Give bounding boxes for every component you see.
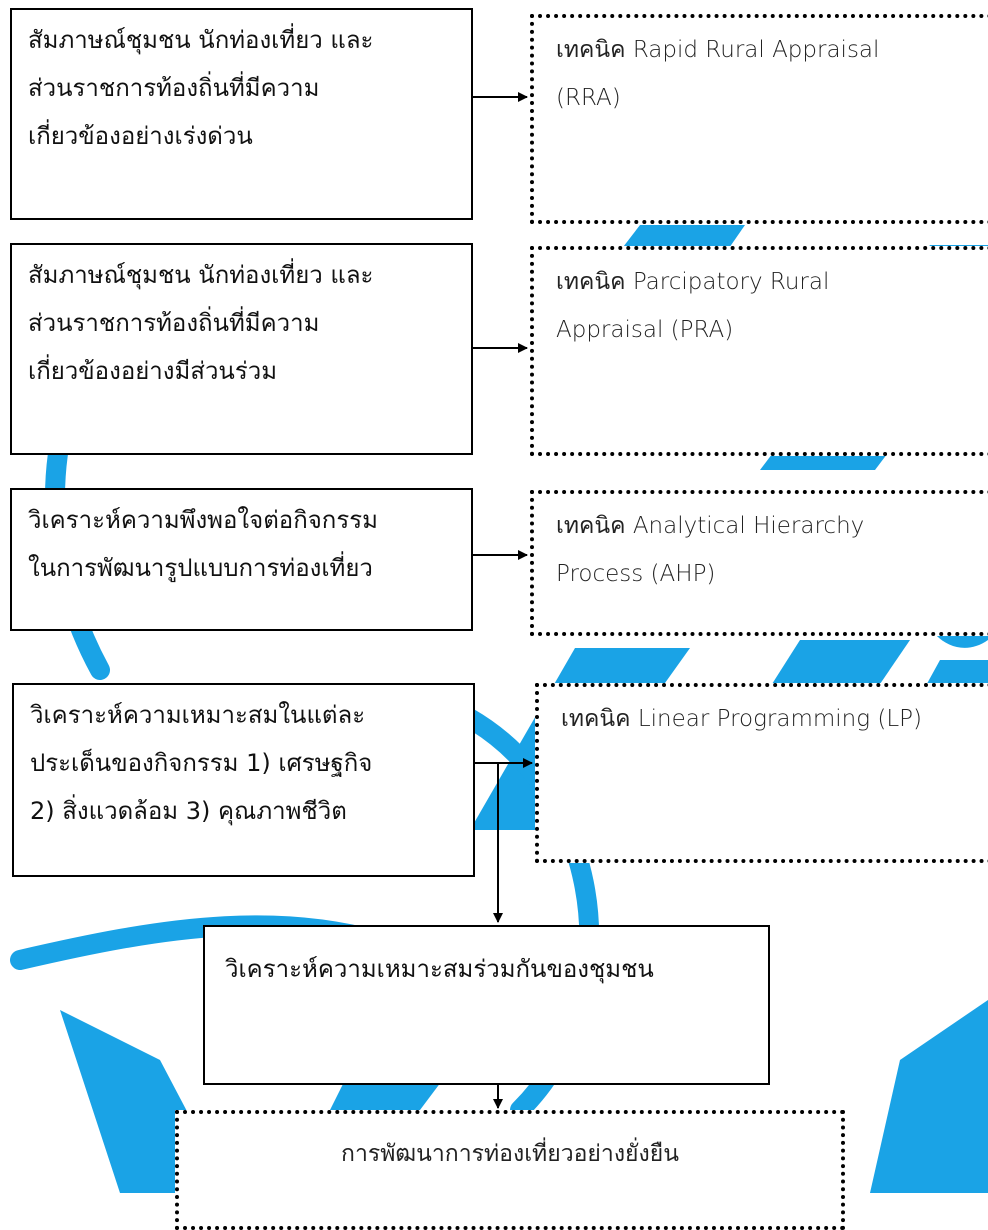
- technique-box-ahp: เทคนิค Analytical Hierarchy Process (AHP…: [530, 490, 988, 636]
- technique-box-rra: เทคนิค Rapid Rural Appraisal (RRA): [530, 14, 988, 224]
- box-line: Appraisal (PRA): [556, 317, 734, 343]
- box-line: ส่วนราชการท้องถิ่นที่มีความ: [28, 74, 320, 102]
- box-line: วิเคราะห์ความพึงพอใจต่อกิจกรรม: [28, 506, 378, 534]
- box-line: เกี่ยวข้องอย่างเร่งด่วน: [28, 122, 253, 150]
- box-line: เทคนิค Linear Programming (LP): [561, 706, 922, 732]
- box-line: วิเคราะห์ความเหมาะสมในแต่ละ: [30, 701, 366, 729]
- box-line: เทคนิค Analytical Hierarchy: [556, 513, 865, 539]
- box-line: (RRA): [556, 85, 621, 111]
- technique-box-pra: เทคนิค Parcipatory Rural Appraisal (PRA): [530, 246, 988, 456]
- box-line: ส่วนราชการท้องถิ่นที่มีความ: [28, 309, 320, 337]
- box-line: การพัฒนาการท่องเที่ยวอย่างยั่งยืน: [341, 1141, 679, 1167]
- combined-analysis-box: วิเคราะห์ความเหมาะสมร่วมกันของชุมชน: [203, 925, 770, 1085]
- input-box-1: สัมภาษณ์ชุมชน นักท่องเที่ยว และ ส่วนราชก…: [10, 8, 473, 220]
- watermark-swoosh-f: [870, 1000, 988, 1193]
- box-line: เกี่ยวข้องอย่างมีส่วนร่วม: [28, 357, 278, 385]
- input-box-4: วิเคราะห์ความเหมาะสมในแต่ละ ประเด็นของกิ…: [12, 683, 475, 877]
- technique-box-lp: เทคนิค Linear Programming (LP): [535, 683, 988, 863]
- input-box-3: วิเคราะห์ความพึงพอใจต่อกิจกรรม ในการพัฒน…: [10, 488, 473, 631]
- box-line: วิเคราะห์ความเหมาะสมร่วมกันของชุมชน: [225, 955, 654, 983]
- box-line: สัมภาษณ์ชุมชน นักท่องเที่ยว และ: [28, 26, 374, 54]
- box-line: ในการพัฒนารูปแบบการท่องเที่ยว: [28, 554, 373, 582]
- box-line: ประเด็นของกิจกรรม 1) เศรษฐกิจ: [30, 749, 373, 777]
- input-box-2: สัมภาษณ์ชุมชน นักท่องเที่ยว และ ส่วนราชก…: [10, 243, 473, 455]
- box-line: 2) สิ่งแวดล้อม 3) คุณภาพชีวิต: [30, 797, 347, 825]
- result-box: การพัฒนาการท่องเที่ยวอย่างยั่งยืน: [175, 1110, 845, 1230]
- box-line: เทคนิค Rapid Rural Appraisal: [556, 37, 880, 63]
- box-line: สัมภาษณ์ชุมชน นักท่องเที่ยว และ: [28, 261, 374, 289]
- box-line: เทคนิค Parcipatory Rural: [556, 269, 830, 295]
- box-line: Process (AHP): [556, 561, 716, 587]
